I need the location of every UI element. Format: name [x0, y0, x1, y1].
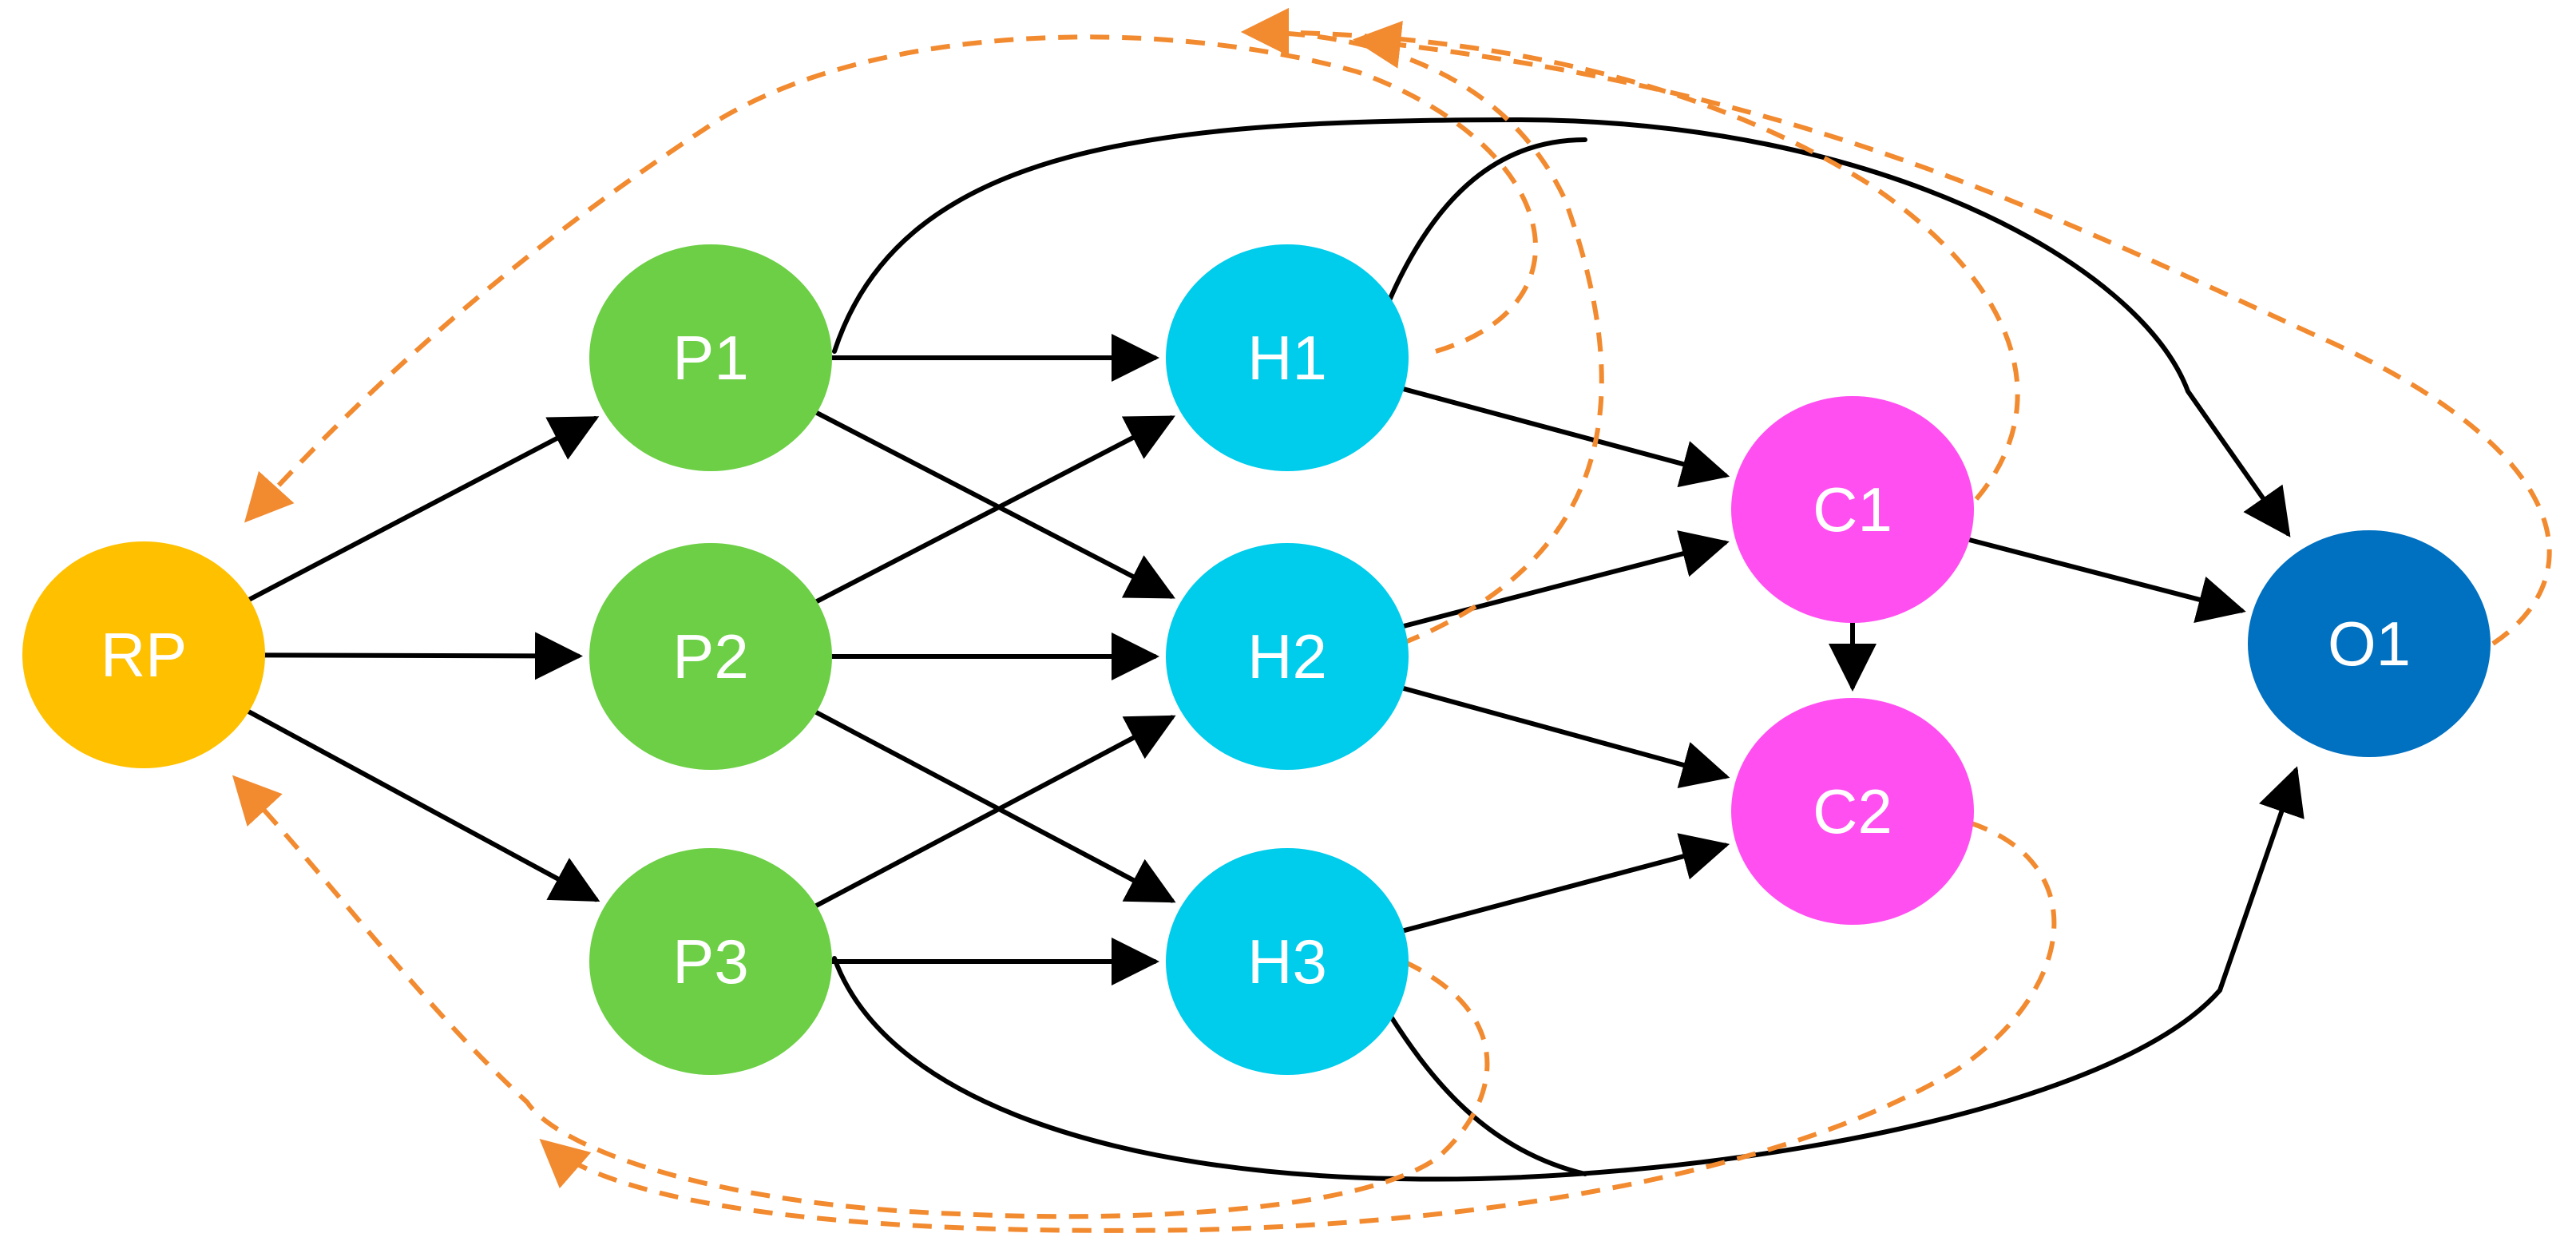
node-p1-label: P1	[672, 323, 748, 393]
node-rp-label: RP	[101, 620, 187, 690]
node-c1: C1	[1731, 396, 1974, 623]
node-p1-circle	[589, 244, 832, 471]
node-p2: P2	[589, 543, 832, 770]
edge-rp-to-p2	[263, 632, 583, 680]
edge-p3-to-o1	[832, 766, 2305, 1182]
node-rp-circle	[22, 541, 265, 768]
edge-c2-to-rp-dashed	[539, 820, 2057, 1233]
node-h2-label: H2	[1247, 621, 1327, 692]
node-o1-label: O1	[2328, 609, 2411, 679]
edge-h2-to-c2	[1401, 686, 1730, 788]
edge-o1-to-rp-dashed	[1353, 21, 2552, 646]
node-h1-label: H1	[1247, 323, 1327, 393]
node-h3-label: H3	[1247, 926, 1327, 997]
edge-p2-to-h1	[814, 415, 1175, 605]
node-c2: C2	[1731, 698, 1974, 925]
node-p3-label: P3	[672, 926, 748, 997]
node-p1: P1	[589, 244, 832, 471]
edge-c1-to-rp-dashed	[1241, 8, 2020, 501]
edge-h2-to-rp-dashed	[1241, 8, 1604, 646]
edge-h1-to-o1	[1387, 137, 1587, 303]
edge-p1-to-h2	[814, 410, 1175, 599]
node-p2-circle	[589, 543, 832, 770]
node-h2-circle	[1166, 543, 1409, 770]
node-h2: H2	[1166, 543, 1409, 770]
edge-c1-to-o1	[1967, 537, 2246, 623]
node-h1-circle	[1166, 244, 1409, 471]
edge-h3-to-rp-dashed	[232, 775, 1490, 1219]
edge-rp-to-p3	[246, 709, 600, 902]
node-h3: H3	[1166, 848, 1409, 1075]
edge-p3-to-h2	[814, 715, 1176, 908]
edge-h3-to-c2	[1401, 833, 1730, 934]
node-p3: P3	[589, 848, 832, 1075]
node-rp: RP	[22, 541, 265, 768]
node-c1-circle	[1731, 396, 1974, 623]
edge-rp-to-p1	[247, 416, 600, 602]
node-p3-circle	[589, 848, 832, 1075]
node-h1: H1	[1166, 244, 1409, 471]
node-h3-circle	[1166, 848, 1409, 1075]
node-p2-label: P2	[672, 621, 748, 692]
node-o1: O1	[2248, 530, 2491, 757]
node-c1-label: C1	[1813, 474, 1892, 545]
node-o1-circle	[2248, 530, 2491, 757]
node-c2-label: C2	[1813, 776, 1892, 847]
edge-p2-to-h3	[814, 710, 1176, 903]
edge-h2-to-c1	[1401, 530, 1730, 628]
edge-h1-to-rp-dashed	[244, 34, 1538, 523]
edge-h1-to-c1	[1401, 387, 1730, 488]
edge-h3-to-o1	[1383, 1005, 1587, 1176]
node-c2-circle	[1731, 698, 1974, 925]
edges-layer	[232, 8, 2552, 1233]
edge-p1-to-o1	[832, 117, 2291, 537]
